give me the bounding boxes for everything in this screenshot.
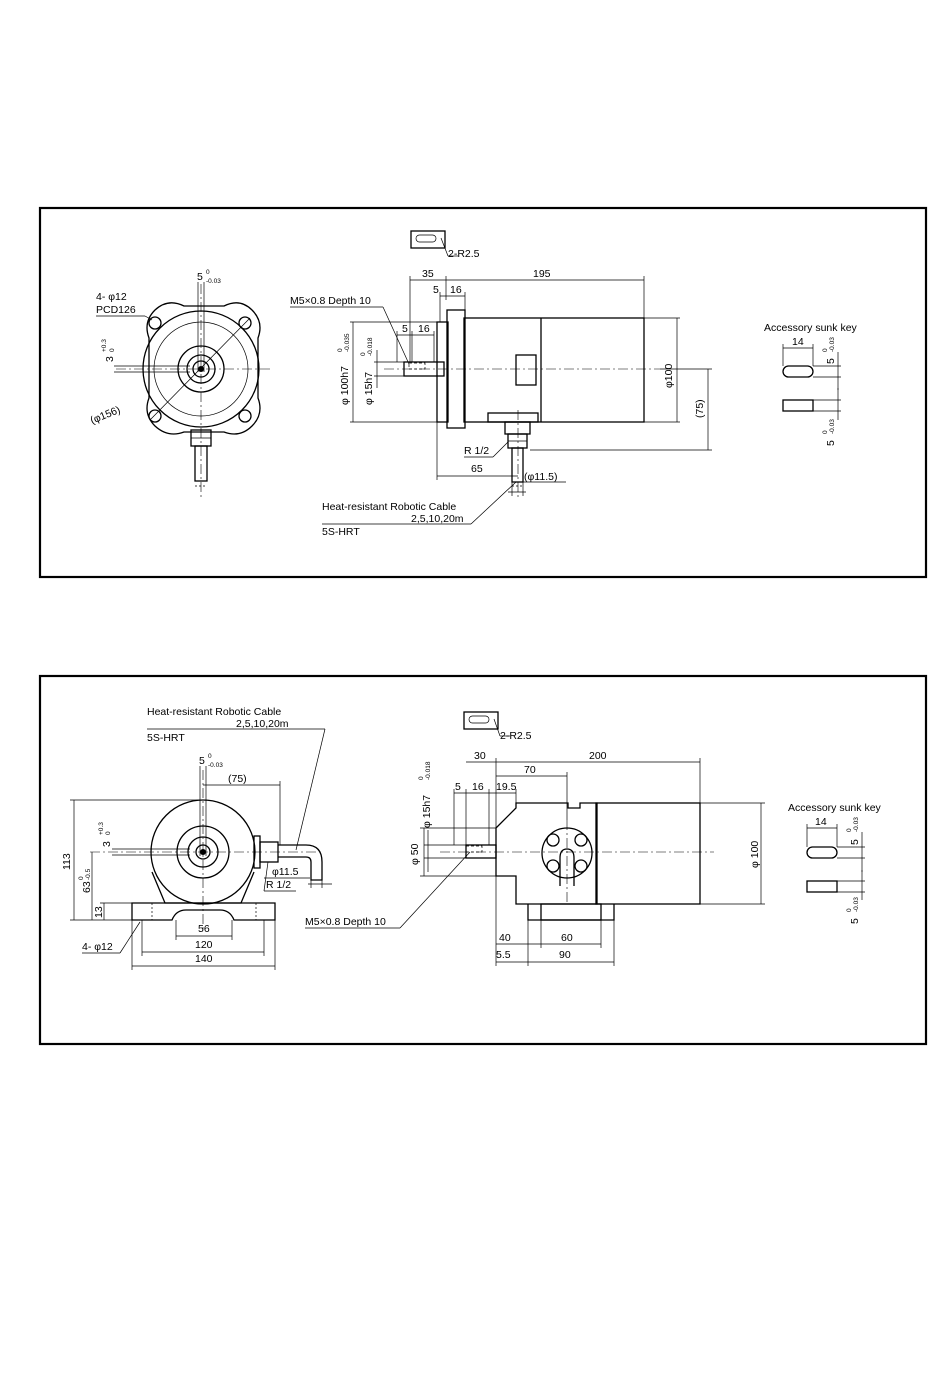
dim-56-label: 56 xyxy=(198,923,210,935)
svg-text:5: 5 xyxy=(433,284,439,296)
front-view-foot: Heat-resistant Robotic Cable 2,5,10,20m … xyxy=(61,706,332,970)
svg-text:16: 16 xyxy=(418,323,430,335)
dia-50-label: φ 50 xyxy=(409,843,421,865)
base-13-label: 13 xyxy=(93,906,105,918)
svg-text:+0.3: +0.3 xyxy=(101,339,108,352)
dim-75-label: (75) xyxy=(228,773,247,785)
svg-text:-0.03: -0.03 xyxy=(853,897,860,912)
cable-model-label: 5S-HRT xyxy=(147,732,185,744)
cable-lengths-label: 2,5,10,20m xyxy=(411,513,464,525)
panel-frame xyxy=(38,674,928,1046)
svg-text:-0.03: -0.03 xyxy=(853,817,860,832)
key-width-label: 5 xyxy=(199,755,205,767)
outer-dia-label: (φ156) xyxy=(89,404,123,427)
svg-text:16: 16 xyxy=(450,284,462,296)
svg-text:-0.03: -0.03 xyxy=(208,762,223,769)
shaft-dia-label: φ 15h7 xyxy=(421,795,433,828)
key-width-label: 5 xyxy=(849,839,861,845)
panel-foot-mount: 2-R2.5 Heat-resistant Robotic Cable 2,5,… xyxy=(38,674,928,1046)
tap-label: M5×0.8 Depth 10 xyxy=(305,916,386,928)
svg-text:-0.03: -0.03 xyxy=(829,419,836,434)
dim-140-label: 140 xyxy=(195,953,213,965)
key-height-label: 5 xyxy=(825,440,837,446)
svg-text:-0.5: -0.5 xyxy=(85,868,92,880)
shaft-dia-label: φ 15h7 xyxy=(363,372,375,405)
tap-label: M5×0.8 Depth 10 xyxy=(290,295,371,307)
dim-5-5-label: 5.5 xyxy=(496,949,511,961)
accessory-key-2: Accessory sunk key 14 5 0 -0.03 5 0 -0.0… xyxy=(788,802,882,924)
svg-text:-0.035: -0.035 xyxy=(344,333,351,352)
key-depth-label: 3 xyxy=(101,841,113,847)
svg-text:-0.03: -0.03 xyxy=(206,278,221,285)
svg-text:0: 0 xyxy=(822,430,829,434)
pcd-label: PCD126 xyxy=(96,304,136,316)
svg-text:19.5: 19.5 xyxy=(496,781,517,793)
key-length-label: 14 xyxy=(792,336,804,348)
key-height-label: 5 xyxy=(849,918,861,924)
height-113-label: 113 xyxy=(61,853,73,870)
svg-text:+0.3: +0.3 xyxy=(98,822,105,835)
cable-name-label: Heat-resistant Robotic Cable xyxy=(147,706,281,718)
key-length-label: 14 xyxy=(815,816,827,828)
svg-text:5: 5 xyxy=(455,781,461,793)
key-profile-icon: 2-R2.5 xyxy=(410,230,480,260)
cable-dia-label: φ11.5 xyxy=(272,866,299,878)
accessory-key-1: Accessory sunk key 14 5 0 -0.03 5 0 -0.0… xyxy=(764,322,858,446)
cable-name-label: Heat-resistant Robotic Cable xyxy=(322,501,456,513)
panel-frame xyxy=(38,206,928,579)
key-title: Accessory sunk key xyxy=(764,322,858,334)
svg-text:0: 0 xyxy=(206,269,210,276)
panel-flange-mount: 2-R2.5 5 0 - xyxy=(38,206,928,579)
dim-30-label: 30 xyxy=(474,750,486,762)
svg-text:5: 5 xyxy=(402,323,408,335)
dim-65-label: 65 xyxy=(471,463,483,475)
mount-holes-label: 4- φ12 xyxy=(96,291,127,303)
dim-70-label: 70 xyxy=(524,764,536,776)
thread-label: R 1/2 xyxy=(266,879,291,891)
cable-lengths-label: 2,5,10,20m xyxy=(236,718,289,730)
key-radius-label: 2-R2.5 xyxy=(448,248,480,260)
key-depth-label: 3 xyxy=(104,356,116,362)
svg-text:0: 0 xyxy=(109,348,116,352)
dim-40-label: 40 xyxy=(499,932,511,944)
key-title: Accessory sunk key xyxy=(788,802,882,814)
svg-text:0: 0 xyxy=(846,908,853,912)
key-profile-icon: 2-R2.5 xyxy=(463,711,532,742)
svg-text:16: 16 xyxy=(472,781,484,793)
height-63-label: 63 xyxy=(81,881,93,893)
mount-holes-label: 4- φ12 xyxy=(82,941,113,953)
thread-label: R 1/2 xyxy=(464,445,489,457)
svg-text:0: 0 xyxy=(78,876,85,880)
key-width-label: 5 xyxy=(825,358,837,364)
dim-60-label: 60 xyxy=(561,932,573,944)
dim-35-label: 35 xyxy=(422,268,434,280)
svg-text:-0.018: -0.018 xyxy=(367,337,374,356)
dim-195-label: 195 xyxy=(533,268,551,280)
svg-text:0: 0 xyxy=(337,348,344,352)
svg-text:0: 0 xyxy=(208,753,212,760)
svg-text:0: 0 xyxy=(846,828,853,832)
key-width-label: 5 xyxy=(197,271,203,283)
dim-120-label: 120 xyxy=(195,939,213,951)
pilot-dia-label: φ 100h7 xyxy=(339,366,351,405)
svg-text:-0.03: -0.03 xyxy=(829,337,836,352)
dim-200-label: 200 xyxy=(589,750,607,762)
body-dia-label: φ 100 xyxy=(749,841,761,868)
dim-75-label: (75) xyxy=(694,399,706,418)
dim-90-label: 90 xyxy=(559,949,571,961)
svg-text:0: 0 xyxy=(360,352,367,356)
svg-text:0: 0 xyxy=(418,776,425,780)
cable-dia-label: (φ11.5) xyxy=(524,471,557,483)
front-view-flange: 5 0 -0.03 4- φ12 PCD126 3 +0.3 0 (φ156) xyxy=(89,269,272,500)
svg-text:-0.018: -0.018 xyxy=(425,761,432,780)
side-view-foot: 30 200 70 5 16 19.5 φ 15h7 0 -0.018 φ 50 xyxy=(305,750,765,966)
key-radius-label: 2-R2.5 xyxy=(500,730,532,742)
svg-text:0: 0 xyxy=(822,348,829,352)
svg-text:0: 0 xyxy=(105,831,112,835)
side-view-flange: 35 195 5 16 M5×0.8 Depth 10 5 16 φ 100h7… xyxy=(290,268,712,538)
cable-model-label: 5S-HRT xyxy=(322,526,360,538)
body-dia-label: φ100 xyxy=(663,364,675,388)
